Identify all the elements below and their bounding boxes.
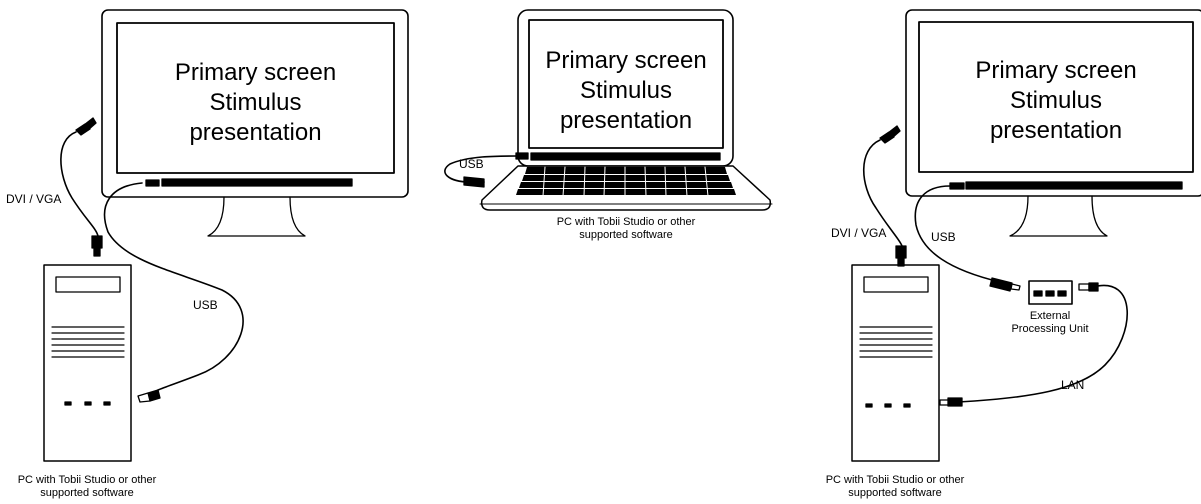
external-unit-label: External Processing Unit <box>1000 310 1100 336</box>
caption-line: supported software <box>848 487 942 499</box>
screen-line: Primary screen <box>174 59 337 86</box>
laptop <box>479 9 773 211</box>
caption-line: PC with Tobii Studio or other <box>825 474 965 486</box>
screen-label-1: Primary screen Stimulus presentation <box>117 58 394 148</box>
pc-caption-1: PC with Tobii Studio or other supported … <box>0 474 174 500</box>
unit-line: External <box>1029 310 1071 322</box>
eye-tracker-bar-1 <box>161 178 353 187</box>
usb-cable-2 <box>444 152 529 188</box>
eye-tracker-bar-2 <box>530 152 721 161</box>
external-processing-unit <box>1028 280 1073 305</box>
screen-label-3: Primary screen Stimulus presentation <box>919 56 1193 146</box>
pc-caption-2: PC with Tobii Studio or other supported … <box>537 216 715 242</box>
usb-cable-1 <box>103 179 244 403</box>
screen-line: presentation <box>989 117 1123 144</box>
screen-line: Stimulus <box>1009 87 1103 114</box>
usb-label-1: USB <box>193 298 218 312</box>
pc-tower-3 <box>851 264 940 462</box>
usb-label-2: USB <box>459 157 484 171</box>
screen-line: presentation <box>189 119 322 146</box>
laptop-keyboard-gaps <box>542 166 709 197</box>
screen-line: Primary screen <box>975 57 1137 84</box>
screen-line: Primary screen <box>545 47 707 74</box>
lan-cable <box>939 282 1129 407</box>
pc-caption-3: PC with Tobii Studio or other supported … <box>808 474 982 500</box>
dvi-vga-label-3: DVI / VGA <box>831 226 887 240</box>
monitor-1 <box>101 9 409 237</box>
caption-line: supported software <box>40 487 134 499</box>
usb-label-3: USB <box>931 230 956 244</box>
screen-line: presentation <box>559 107 693 134</box>
screen-label-2: Primary screen Stimulus presentation <box>529 46 723 136</box>
caption-line: supported software <box>579 229 673 241</box>
dvi-vga-cable-1 <box>60 117 103 257</box>
dvi-vga-label-1: DVI / VGA <box>6 192 62 206</box>
screen-line: Stimulus <box>209 89 302 116</box>
usb-cable-3 <box>914 182 1021 292</box>
laptop-keyboard <box>516 167 736 195</box>
screen-line: Stimulus <box>579 77 673 104</box>
monitor-3 <box>905 9 1201 237</box>
eye-tracker-bar-3 <box>965 181 1183 190</box>
caption-line: PC with Tobii Studio or other <box>556 216 696 228</box>
dvi-vga-cable-3 <box>862 125 907 267</box>
lan-label: LAN <box>1061 378 1085 392</box>
pc-tower-1 <box>43 264 132 462</box>
caption-line: PC with Tobii Studio or other <box>17 474 157 486</box>
unit-line: Processing Unit <box>1011 323 1089 335</box>
